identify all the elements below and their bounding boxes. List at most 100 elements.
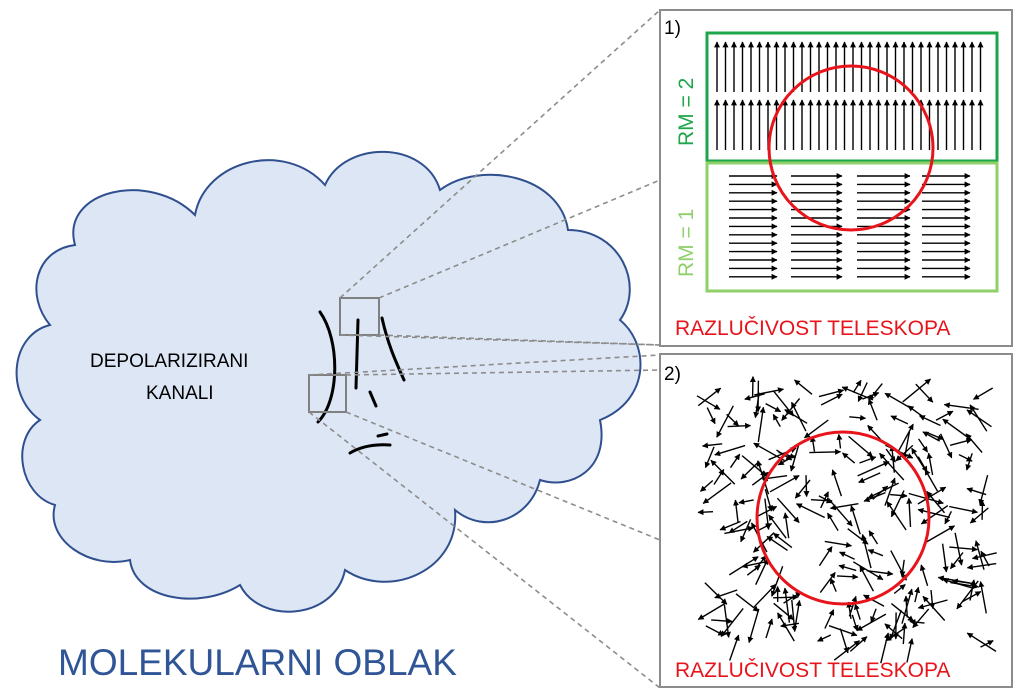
random-arrow xyxy=(860,533,872,569)
random-arrow xyxy=(747,608,760,644)
random-arrow xyxy=(914,586,921,603)
random-arrow xyxy=(917,599,948,610)
random-arrow xyxy=(824,540,852,548)
random-arrow xyxy=(728,520,748,534)
random-arrow xyxy=(782,512,790,539)
random-arrow xyxy=(756,460,770,495)
random-arrow xyxy=(863,491,886,502)
depolarized-channels xyxy=(316,310,406,455)
random-arrow xyxy=(824,609,835,629)
horizontal-field-arrows xyxy=(729,173,971,280)
random-arrow xyxy=(901,588,914,624)
random-arrow xyxy=(949,546,978,553)
random-arrow xyxy=(897,423,914,453)
random-arrow xyxy=(744,393,765,401)
random-arrow xyxy=(965,433,983,453)
random-arrow xyxy=(729,453,741,469)
random-arrow xyxy=(941,543,949,573)
random-arrow xyxy=(716,405,734,438)
random-arrow xyxy=(868,383,883,401)
random-arrow xyxy=(867,398,878,421)
random-arrow xyxy=(961,590,982,603)
random-arrow xyxy=(817,634,832,642)
random-arrow xyxy=(741,561,767,569)
random-arrow xyxy=(911,447,927,472)
random-arrow xyxy=(769,474,800,493)
random-arrow xyxy=(714,444,746,457)
random-arrow xyxy=(772,413,781,428)
telescope-beam-1 xyxy=(767,64,935,232)
random-arrow xyxy=(705,625,725,636)
random-arrow xyxy=(819,572,836,594)
random-arrow xyxy=(700,479,714,492)
random-arrow xyxy=(752,583,777,609)
random-arrow xyxy=(836,573,859,580)
random-arrow xyxy=(859,565,875,592)
random-field-arrows xyxy=(696,376,997,664)
random-arrow xyxy=(939,433,953,459)
random-arrow xyxy=(740,519,752,543)
random-arrow xyxy=(852,561,884,581)
random-arrow xyxy=(809,448,842,455)
random-arrow xyxy=(879,452,905,481)
cloud-title: MOLEKULARNI OBLAK xyxy=(58,642,457,683)
random-arrow xyxy=(867,549,884,557)
panel-2-number: 2) xyxy=(664,364,681,385)
random-arrow xyxy=(706,407,716,425)
random-arrow xyxy=(839,628,850,654)
random-arrow xyxy=(697,509,714,516)
random-arrow xyxy=(697,601,727,621)
random-arrow xyxy=(831,469,843,497)
random-arrow xyxy=(776,497,800,523)
random-arrow xyxy=(920,505,949,525)
random-arrow xyxy=(702,442,723,449)
random-arrow xyxy=(926,452,934,476)
random-arrow xyxy=(711,618,733,625)
random-arrow xyxy=(890,492,908,499)
random-arrow xyxy=(923,525,956,545)
rm2-box xyxy=(705,31,999,163)
random-arrow xyxy=(757,406,766,443)
random-arrow xyxy=(889,445,896,473)
rm1-box xyxy=(705,161,999,293)
random-arrow xyxy=(772,390,795,417)
random-arrow xyxy=(783,591,802,604)
random-arrow xyxy=(919,564,929,587)
random-arrow xyxy=(922,431,941,442)
random-arrow xyxy=(766,535,788,551)
random-arrow xyxy=(818,546,833,567)
random-arrow xyxy=(858,472,881,484)
random-arrow xyxy=(917,507,950,519)
random-arrow xyxy=(723,604,731,638)
random-arrow xyxy=(704,446,715,469)
channels-label-line2: KANALI xyxy=(146,383,214,404)
random-arrow xyxy=(890,415,909,425)
random-arrow xyxy=(780,622,800,629)
random-arrow xyxy=(794,379,813,395)
zoom-box-2 xyxy=(308,374,347,413)
random-arrow xyxy=(794,479,811,499)
random-arrow xyxy=(753,442,785,462)
random-arrow xyxy=(753,392,760,419)
random-arrow xyxy=(757,522,773,532)
random-arrow xyxy=(884,623,903,640)
random-arrow xyxy=(765,618,774,639)
random-arrow xyxy=(886,501,907,531)
random-arrow xyxy=(937,575,972,584)
random-arrow xyxy=(909,619,925,626)
random-arrow xyxy=(829,577,837,592)
panel-2-resolution: RAZLUČIVOST TELESKOPA xyxy=(675,659,950,682)
random-arrow xyxy=(838,564,857,572)
random-arrow xyxy=(764,489,773,512)
random-arrow xyxy=(795,503,826,519)
panel-1-resolution: RAZLUČIVOST TELESKOPA xyxy=(675,317,950,340)
random-arrow xyxy=(753,532,775,553)
random-arrow xyxy=(969,507,989,524)
random-arrow xyxy=(804,419,829,439)
telescope-beam-2 xyxy=(755,430,931,606)
random-arrow xyxy=(751,471,771,486)
random-arrow xyxy=(696,395,721,410)
panel-2-frame xyxy=(659,353,1013,688)
random-arrow xyxy=(697,387,722,407)
